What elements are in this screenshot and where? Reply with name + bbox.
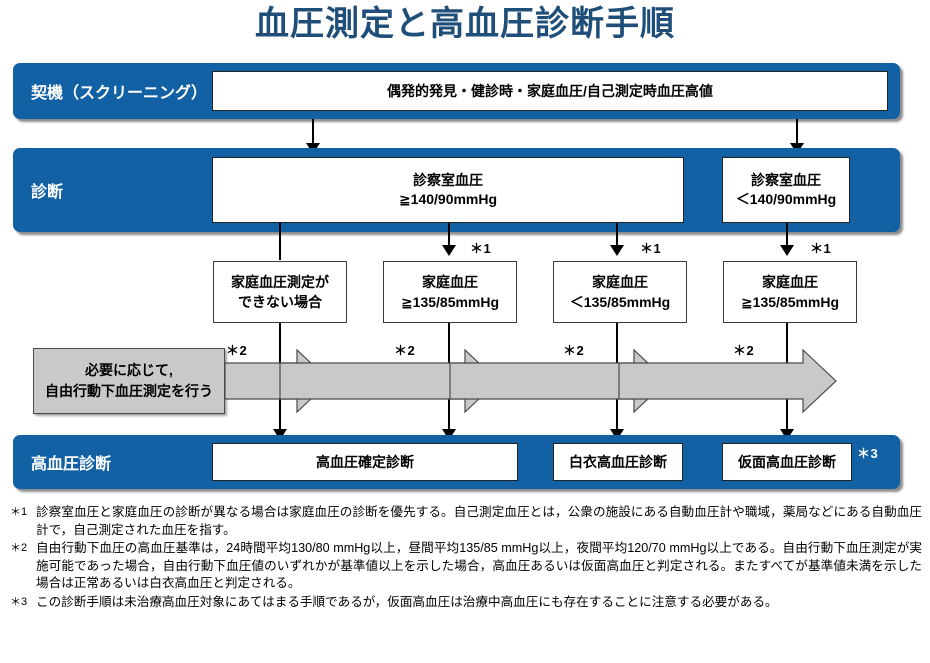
office-bp-normal-box: 診察室血圧 ＜140/90mmHg — [722, 157, 850, 223]
abpm-arrow-band — [224, 348, 900, 414]
footnote-3: ＊3 この診断手順は未治療高血圧対象にあてはまる手順であるが，仮面高血圧は治療中… — [10, 594, 922, 612]
home-bp-box-4-line2: ≧135/85mmHg — [740, 294, 840, 310]
footnote-mark-2-b: ＊2 — [394, 343, 416, 358]
home-bp-box-2: 家庭血圧 ≧135/85mmHg — [383, 261, 517, 323]
diagnosis-band-label: 診断 — [31, 184, 64, 201]
screening-trigger-text: 偶発的発見・健診時・家庭血圧/自己測定時血圧高値 — [387, 82, 713, 99]
footnote-3-text: この診断手順は未治療高血圧対象にあてはまる手順であるが，仮面高血圧は治療中高血圧… — [36, 594, 778, 609]
footnote-mark-2-d: ＊2 — [733, 343, 755, 358]
abpm-label-line1: 必要に応じて, — [85, 362, 173, 378]
connector-arrowhead — [273, 429, 287, 440]
footnote-mark-1-c: ＊1 — [810, 241, 832, 256]
screening-trigger-box: 偶発的発見・健診時・家庭血圧/自己測定時血圧高値 — [212, 71, 888, 111]
home-bp-box-1: 家庭血圧測定が できない場合 — [213, 261, 347, 323]
connector-arrowhead — [442, 245, 456, 256]
home-bp-box-1-line2: できない場合 — [238, 294, 322, 310]
home-bp-box-4-line1: 家庭血圧 — [762, 274, 818, 290]
home-bp-box-4: 家庭血圧 ≧135/85mmHg — [723, 261, 857, 323]
office-bp-high-line1: 診察室血圧 — [413, 172, 483, 188]
final-box-masked: 仮面高血圧診断 — [722, 443, 852, 481]
footnote-mark-1-a: ＊1 — [470, 241, 492, 256]
office-bp-high-box: 診察室血圧 ≧140/90mmHg — [212, 157, 684, 223]
final-box-confirmed-text: 高血圧確定診断 — [316, 453, 414, 470]
home-bp-box-3-line1: 家庭血圧 — [592, 274, 648, 290]
footnotes: ＊1 診察室血圧と家庭血圧の診断が異なる場合は家庭血圧の診断を優先する。自己測定… — [10, 504, 922, 612]
footnote-2-tag: ＊2 — [10, 542, 28, 554]
office-bp-normal-line2: ＜140/90mmHg — [735, 191, 837, 207]
connector-arrowhead — [780, 245, 794, 256]
connector-line — [796, 119, 798, 149]
footnote-3-tag: ＊3 — [10, 595, 28, 608]
connector-arrowhead — [780, 429, 794, 440]
footnote-1-tag: ＊1 — [10, 506, 28, 518]
footnote-1: ＊1 診察室血圧と家庭血圧の診断が異なる場合は家庭血圧の診断を優先する。自己測定… — [10, 504, 922, 539]
footnote-1-text: 診察室血圧と家庭血圧の診断が異なる場合は家庭血圧の診断を優先する。自己測定血圧と… — [36, 505, 923, 537]
footnote-mark-1-b: ＊1 — [640, 241, 662, 256]
connector-arrowhead — [610, 429, 624, 440]
office-bp-normal-line1: 診察室血圧 — [751, 172, 821, 188]
final-box-masked-text: 仮面高血圧診断 — [738, 453, 836, 470]
connector-line — [448, 223, 450, 251]
abpm-arrow-band-svg — [224, 348, 837, 414]
final-diagnosis-band-label: 高血圧診断 — [31, 456, 112, 473]
connector-line — [786, 223, 788, 251]
home-bp-box-2-line2: ≧135/85mmHg — [400, 294, 500, 310]
final-box-confirmed: 高血圧確定診断 — [212, 443, 518, 481]
screening-band-label: 契機（スクリーニング） — [31, 85, 208, 102]
footnote-mark-2-c: ＊2 — [563, 343, 585, 358]
footnote-mark-2-a: ＊2 — [226, 343, 248, 358]
connector-line — [279, 223, 281, 260]
final-box-white-coat-text: 白衣高血圧診断 — [569, 453, 667, 470]
connector-arrowhead — [610, 245, 624, 256]
home-bp-box-1-line1: 家庭血圧測定が — [231, 274, 329, 290]
home-bp-box-3: 家庭血圧 ＜135/85mmHg — [553, 261, 687, 323]
connector-line — [616, 223, 618, 251]
home-bp-box-2-line1: 家庭血圧 — [422, 274, 478, 290]
abpm-label-line2: 自由行動下血圧測定を行う — [45, 383, 213, 399]
abpm-label-box: 必要に応じて, 自由行動下血圧測定を行う — [33, 348, 225, 414]
footnote-2: ＊2 自由行動下血圧の高血圧基準は，24時間平均130/80 mmHg以上，昼間… — [10, 540, 922, 593]
footnote-mark-3: ＊3 — [857, 446, 879, 461]
footnote-2-text: 自由行動下血圧の高血圧基準は，24時間平均130/80 mmHg以上，昼間平均1… — [36, 541, 922, 590]
office-bp-high-line2: ≧140/90mmHg — [398, 191, 498, 207]
home-bp-box-3-line2: ＜135/85mmHg — [569, 294, 671, 310]
page-title: 血圧測定と高血圧診断手順 — [255, 5, 675, 43]
connector-line — [312, 119, 314, 149]
connector-arrowhead — [442, 429, 456, 440]
final-box-white-coat: 白衣高血圧診断 — [553, 443, 683, 481]
